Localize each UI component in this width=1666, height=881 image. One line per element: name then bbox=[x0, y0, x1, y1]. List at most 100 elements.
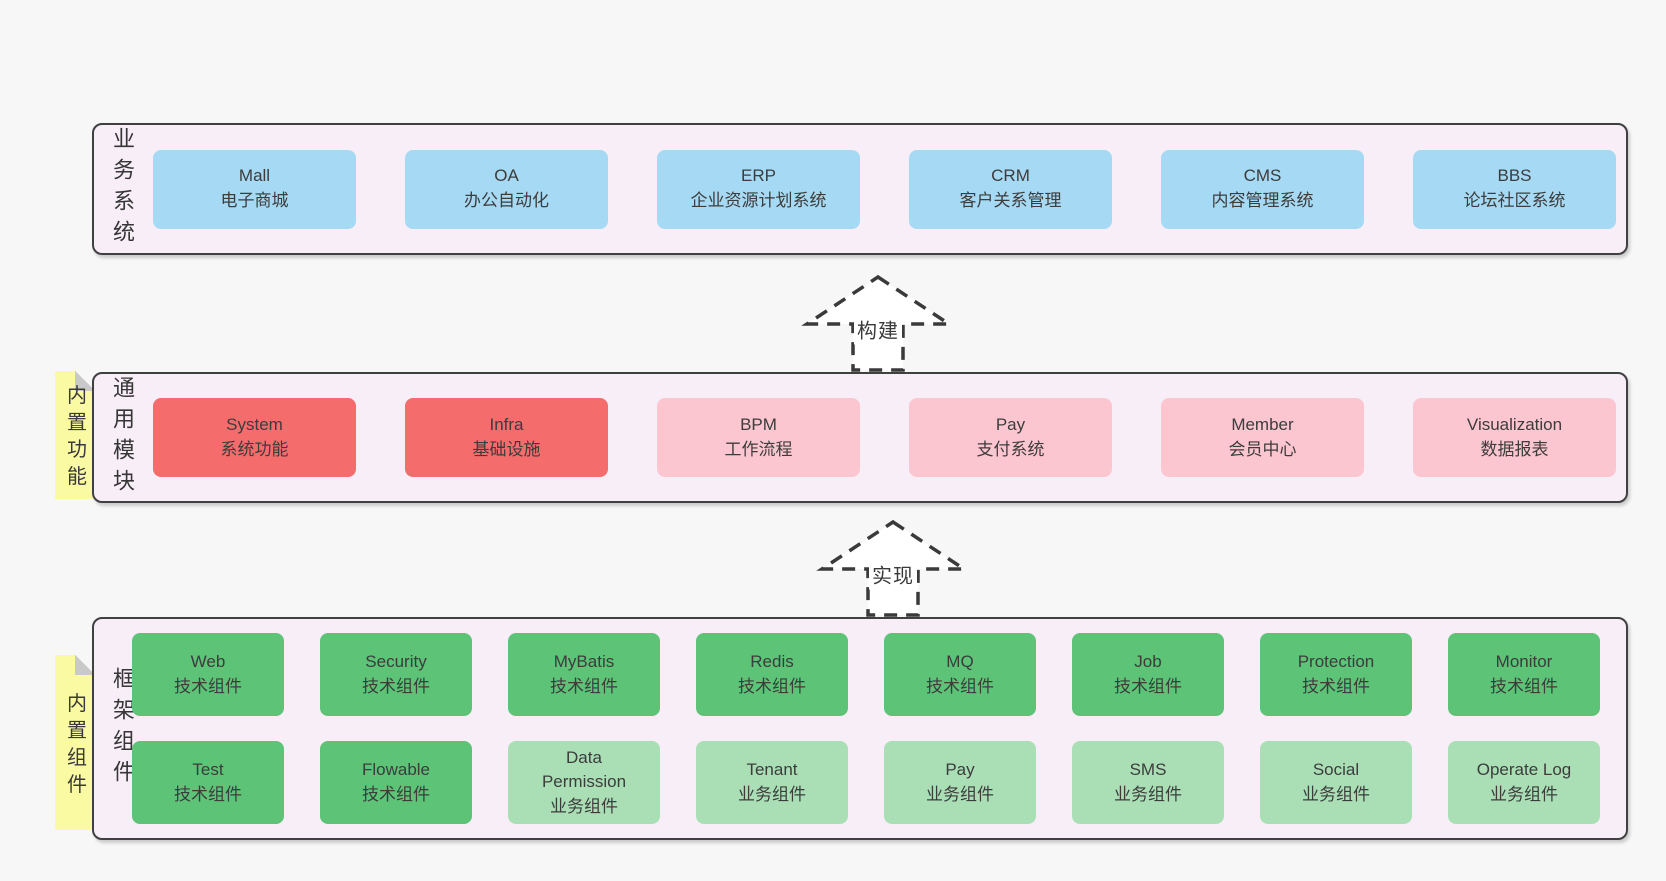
box-subtitle: 技术组件 bbox=[550, 676, 618, 696]
box-row: Mall 电子商城 OA 办公自动化 ERP 企业资源计划系统 CRM 客户关系管理 CMS 内容… bbox=[94, 149, 1626, 229]
box-pay: Pay 业务组件 bbox=[884, 741, 1036, 824]
box-sms: SMS 业务组件 bbox=[1072, 741, 1224, 824]
box-name: CMS bbox=[1243, 166, 1282, 186]
box-name: OA bbox=[494, 166, 519, 186]
box-subtitle: 支付系统 bbox=[976, 439, 1045, 459]
box-mq: MQ 技术组件 bbox=[884, 633, 1036, 716]
box-name: BBS bbox=[1497, 166, 1532, 186]
box-crm: CRM 客户关系管理 bbox=[909, 149, 1112, 229]
panel-side-label: 框架组件 bbox=[110, 666, 135, 791]
box-subtitle: 工作流程 bbox=[724, 439, 793, 459]
box-name: Pay bbox=[945, 759, 975, 779]
box-name: Data Permission bbox=[541, 747, 627, 792]
arrow-label: 构建 bbox=[854, 313, 902, 345]
box-pay: Pay 支付系统 bbox=[909, 398, 1112, 477]
box-security: Security 技术组件 bbox=[320, 633, 472, 716]
box-subtitle: 业务组件 bbox=[1490, 784, 1558, 804]
box-subtitle: 技术组件 bbox=[174, 784, 242, 804]
box-name: BPM bbox=[740, 414, 777, 434]
box-subtitle: 电子商城 bbox=[220, 191, 289, 210]
box-name: Visualization bbox=[1466, 414, 1563, 434]
box-subtitle: 技术组件 bbox=[1302, 676, 1370, 696]
box-name: MQ bbox=[946, 651, 974, 671]
box-name: System bbox=[226, 414, 283, 434]
box-subtitle: 业务组件 bbox=[1114, 784, 1182, 804]
box-subtitle: 业务组件 bbox=[738, 784, 806, 804]
box-subtitle: 基础设施 bbox=[472, 439, 541, 459]
arrow-build-up: 构建 bbox=[801, 274, 955, 372]
box-subtitle: 技术组件 bbox=[738, 676, 806, 696]
box-subtitle: 系统功能 bbox=[220, 439, 289, 459]
box-test: Test 技术组件 bbox=[132, 741, 284, 824]
box-subtitle: 业务组件 bbox=[1302, 784, 1370, 804]
box-subtitle: 企业资源计划系统 bbox=[690, 191, 827, 210]
arrow-implement-up: 实现 bbox=[816, 519, 970, 617]
sticky-note-label: 内置组件 bbox=[63, 691, 86, 800]
box-name: Test bbox=[192, 759, 224, 779]
box-name: Security bbox=[365, 651, 427, 671]
box-name: Web bbox=[190, 651, 226, 671]
box-subtitle: 技术组件 bbox=[174, 676, 242, 696]
box-rows: Mall 电子商城 OA 办公自动化 ERP 企业资源计划系统 CRM 客户关系管理 CMS 内容… bbox=[94, 125, 1626, 253]
box-mall: Mall 电子商城 bbox=[153, 149, 356, 229]
panel-side-label: 业务系统 bbox=[110, 127, 135, 251]
box-flowable: Flowable 技术组件 bbox=[320, 741, 472, 824]
box-name: Redis bbox=[750, 651, 794, 671]
box-name: Monitor bbox=[1495, 651, 1553, 671]
panel-business-systems: 业务系统 Mall 电子商城 OA 办公自动化 ERP 企业资源计划系统 CRM 客户关系管理… bbox=[92, 123, 1628, 255]
box-oa: OA 办公自动化 bbox=[405, 149, 608, 229]
box-subtitle: 技术组件 bbox=[362, 784, 430, 804]
box-cms: CMS 内容管理系统 bbox=[1161, 149, 1364, 229]
box-name: SMS bbox=[1129, 759, 1167, 779]
box-subtitle: 技术组件 bbox=[1490, 676, 1558, 696]
box-name: Tenant bbox=[746, 759, 798, 779]
box-subtitle: 论坛社区系统 bbox=[1463, 191, 1566, 210]
panel-common-modules: 通用模块 System 系统功能 Infra 基础设施 BPM 工作流程 Pay 支付系统 Me… bbox=[92, 372, 1628, 503]
box-erp: ERP 企业资源计划系统 bbox=[657, 149, 860, 229]
box-bbs: BBS 论坛社区系统 bbox=[1413, 149, 1616, 229]
box-redis: Redis 技术组件 bbox=[696, 633, 848, 716]
box-subtitle: 数据报表 bbox=[1480, 439, 1549, 459]
box-subtitle: 技术组件 bbox=[362, 676, 430, 696]
box-subtitle: 技术组件 bbox=[1114, 676, 1182, 696]
box-subtitle: 技术组件 bbox=[926, 676, 994, 696]
box-tenant: Tenant 业务组件 bbox=[696, 741, 848, 824]
box-name: Flowable bbox=[361, 759, 431, 779]
box-subtitle: 客户关系管理 bbox=[959, 191, 1062, 210]
box-subtitle: 会员中心 bbox=[1228, 439, 1297, 459]
box-subtitle: 业务组件 bbox=[926, 784, 994, 804]
box-name: CRM bbox=[991, 166, 1030, 186]
box-social: Social 业务组件 bbox=[1260, 741, 1412, 824]
box-name: Pay bbox=[995, 414, 1026, 434]
box-monitor: Monitor 技术组件 bbox=[1448, 633, 1600, 716]
box-visualization: Visualization 数据报表 bbox=[1413, 398, 1616, 477]
box-system: System 系统功能 bbox=[153, 398, 356, 477]
arrow-label: 实现 bbox=[869, 558, 917, 590]
box-infra: Infra 基础设施 bbox=[405, 398, 608, 477]
sticky-note-label: 内置功能 bbox=[63, 384, 86, 493]
box-data-permission: Data Permission 业务组件 bbox=[508, 741, 660, 824]
box-subtitle: 业务组件 bbox=[550, 796, 618, 816]
sticky-note-built-in-features: 内置功能 bbox=[55, 371, 95, 499]
box-name: ERP bbox=[741, 166, 776, 186]
box-web: Web 技术组件 bbox=[132, 633, 284, 716]
box-name: Mall bbox=[238, 166, 271, 186]
sticky-note-built-in-components: 内置组件 bbox=[55, 655, 95, 830]
box-name: Social bbox=[1312, 759, 1360, 779]
box-subtitle: 办公自动化 bbox=[464, 191, 549, 210]
box-bpm: BPM 工作流程 bbox=[657, 398, 860, 477]
box-name: Infra bbox=[489, 414, 524, 434]
box-subtitle: 内容管理系统 bbox=[1211, 191, 1314, 210]
box-name: MyBatis bbox=[553, 651, 615, 671]
panel-side-label: 通用模块 bbox=[110, 375, 135, 500]
